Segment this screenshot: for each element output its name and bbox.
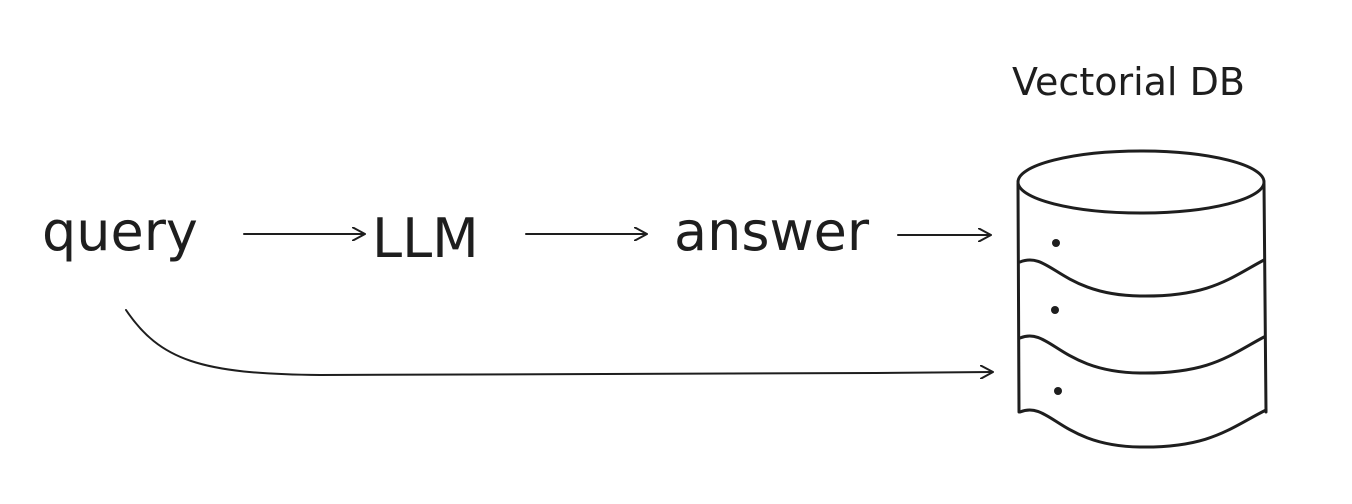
database-cylinder-icon	[1016, 149, 1268, 449]
llm-node: LLM	[372, 207, 479, 270]
answer-node: answer	[674, 200, 870, 263]
db-slot-dot	[1051, 306, 1059, 314]
vector-db-label: Vectorial DB	[1012, 60, 1245, 104]
arrow-query-to-db	[125, 309, 992, 375]
query-node: query	[42, 200, 198, 263]
db-slot-dot	[1052, 239, 1060, 247]
db-slot-dot	[1054, 387, 1062, 395]
